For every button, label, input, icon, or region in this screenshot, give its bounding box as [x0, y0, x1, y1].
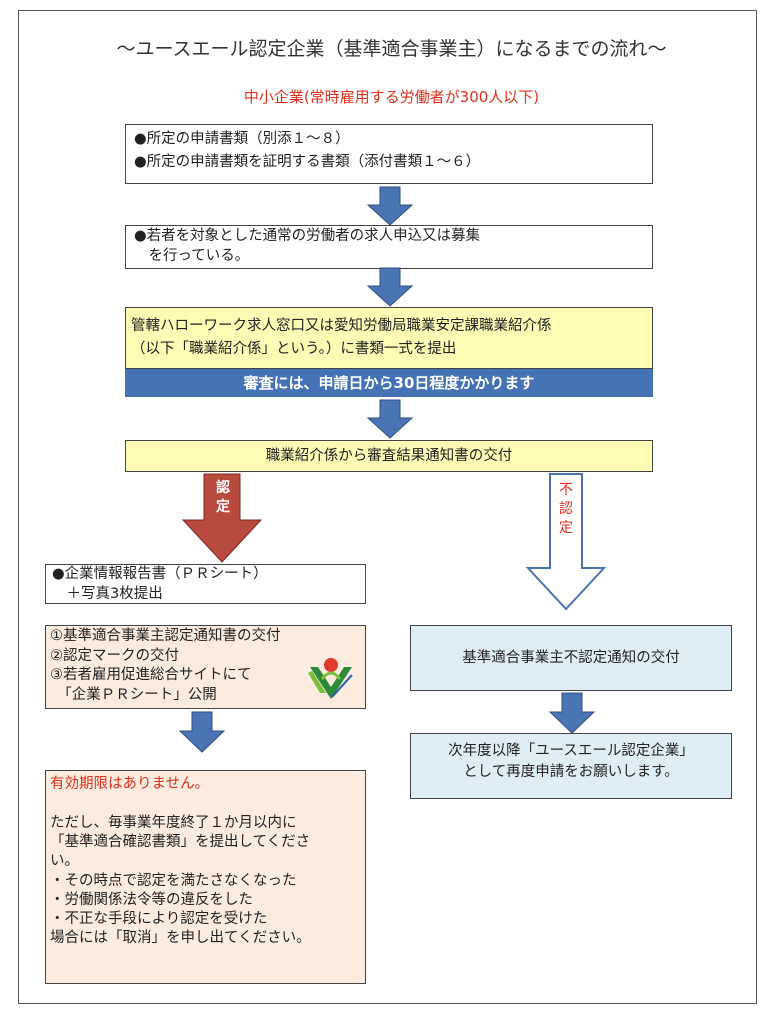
step2-box: ●若者を対象とした通常の労働者の求人申込又は募集 を行っている。	[125, 225, 653, 269]
approved-label-char-1: 認	[216, 480, 230, 496]
youth-yell-certification-mark-icon	[308, 658, 353, 699]
grant-line-2: ②認定マークの交付	[50, 647, 179, 664]
step2-line-2: を行っている。	[134, 248, 250, 265]
reapply-line-2: として再度申請をお願いします。	[463, 764, 679, 781]
down-arrow-icon	[548, 692, 596, 734]
reapply-line-1: 次年度以降「ユースエール認定企業」	[448, 743, 694, 759]
validity-line-2: 「基準適合確認書類」を提出してくださ	[50, 834, 311, 851]
not-approved-notice-text: 基準適合事業主不認定通知の交付	[462, 650, 680, 666]
review-period-banner: 審査には、申請日から30日程度かかります	[125, 369, 653, 397]
step4-text: 職業紹介係から審査結果通知書の交付	[265, 448, 513, 464]
grant-line-4: 「企業ＰＲシート」公開	[50, 686, 217, 703]
validity-line-7: 場合には「取消」を申し出てください。	[50, 929, 311, 946]
step3-line-1: 管轄ハローワーク求人窓口又は愛知労働局職業安定課職業紹介係	[131, 318, 552, 334]
report-line-1: ●企業情報報告書（ＰＲシート）	[52, 566, 268, 582]
step1-line-1: ●所定の申請書類（別添１～８）	[134, 131, 350, 147]
not-approved-label-char-2: 認	[559, 500, 573, 517]
not-approved-label: 不 認 定	[556, 481, 576, 538]
approved-label-char-2: 定	[216, 498, 230, 515]
approved-label: 認 定	[213, 479, 233, 517]
report-box: ●企業情報報告書（ＰＲシート） ＋写真3枚提出	[45, 564, 366, 604]
validity-box: 有効期限はありません。 ただし、毎事業年度終了１か月以内に 「基準適合確認書類」…	[45, 770, 366, 984]
validity-line-3: い。	[50, 853, 79, 870]
grant-box: ①基準適合事業主認定通知書の交付 ②認定マークの交付 ③若者雇用促進総合サイトに…	[45, 625, 366, 709]
validity-line-5: ・労働関係法令等の違反をした	[50, 891, 253, 908]
approved-arrow-icon	[181, 473, 263, 563]
report-line-2: ＋写真3枚提出	[52, 585, 163, 602]
validity-line-1: ただし、毎事業年度終了１か月以内に	[50, 815, 297, 832]
step2-line-1: ●若者を対象とした通常の労働者の求人申込又は募集	[134, 228, 481, 244]
validity-line-4: ・その時点で認定を満たさなくなった	[50, 872, 297, 889]
down-arrow-icon	[366, 267, 414, 307]
validity-heading: 有効期限はありません。	[50, 776, 210, 792]
not-approved-label-char-1: 不	[559, 482, 573, 498]
step1-line-2: ●所定の申請書類を証明する書類（添付書類１～６）	[134, 154, 481, 171]
step1-box: ●所定の申請書類（別添１～８） ●所定の申請書類を証明する書類（添付書類１～６）	[125, 124, 653, 184]
not-approved-arrow-icon	[525, 473, 607, 611]
step3-line-2: （以下「職業紹介係」という。）に書類一式を提出	[131, 341, 457, 358]
page-subtitle: 中小企業(常時雇用する労働者が300人以下)	[243, 88, 540, 106]
down-arrow-icon	[178, 711, 226, 753]
grant-line-3: ③若者雇用促進総合サイトにて	[50, 667, 252, 684]
page-title: ～ユースエール認定企業（基準適合事業主）になるまでの流れ～	[116, 38, 667, 60]
step3-box: 管轄ハローワーク求人窓口又は愛知労働局職業安定課職業紹介係 （以下「職業紹介係」…	[125, 307, 653, 369]
step4-box: 職業紹介係から審査結果通知書の交付	[125, 440, 653, 472]
down-arrow-icon	[366, 399, 414, 439]
page-frame	[18, 10, 757, 1004]
not-approved-notice-box: 基準適合事業主不認定通知の交付	[410, 625, 732, 691]
down-arrow-icon	[366, 186, 414, 226]
validity-line-6: ・不正な手段により認定を受けた	[50, 910, 268, 927]
grant-line-1: ①基準適合事業主認定通知書の交付	[50, 628, 281, 644]
reapply-box: 次年度以降「ユースエール認定企業」 として再度申請をお願いします。	[410, 733, 732, 799]
not-approved-label-char-3: 定	[559, 519, 573, 536]
